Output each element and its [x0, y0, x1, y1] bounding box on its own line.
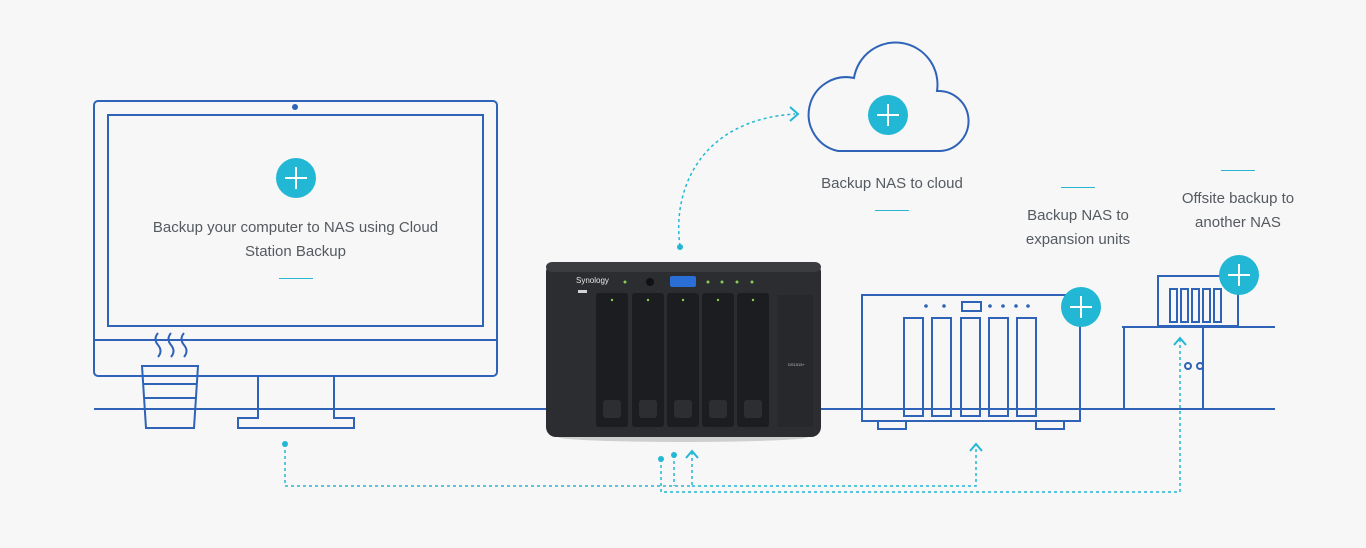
cloud-label-text: Backup NAS to cloud: [821, 175, 963, 192]
connection-lines: [284, 113, 1181, 493]
expansion-label-underline: [1061, 187, 1095, 188]
nas-model: DS1515+: [788, 362, 805, 367]
computer-label-line1: Backup your computer to NAS using Cloud: [152, 219, 439, 236]
coffee-cup-illustration: [140, 332, 200, 429]
nas-brand: Synology: [576, 276, 609, 285]
plus-circle-icon[interactable]: [868, 95, 908, 135]
computer-backup-label: Backup your computer to NAS using Cloud …: [120, 216, 471, 264]
offsite-label-underline: [1221, 170, 1255, 171]
plus-circle-icon[interactable]: [1061, 287, 1101, 327]
cloud-label-underline: [875, 210, 909, 211]
arrow-up-icon: [685, 106, 1187, 459]
offsite-label-line1: Offsite backup to: [1181, 190, 1295, 207]
connection-dots: [282, 244, 683, 462]
expansion-label-line1: Backup NAS to: [1027, 207, 1129, 224]
cloud-illustration: [807, 41, 970, 152]
cloud-backup-label: Backup NAS to cloud: [800, 172, 984, 196]
computer-label-line2: Station Backup: [245, 243, 346, 260]
plus-circle-icon[interactable]: [1219, 255, 1259, 295]
expansion-unit-illustration: [861, 294, 1081, 430]
nas-device: Synology DS1515+: [546, 262, 821, 442]
plus-circle-icon[interactable]: [276, 158, 316, 198]
monitor-illustration: [93, 100, 498, 429]
computer-label-underline: [279, 278, 313, 279]
offsite-label-line2: another NAS: [1195, 214, 1281, 231]
expansion-label-line2: expansion units: [1025, 231, 1131, 248]
expansion-backup-label: Backup NAS to expansion units: [1000, 204, 1156, 252]
offsite-cabinet-illustration: [1122, 275, 1275, 409]
offsite-backup-label: Offsite backup to another NAS: [1160, 187, 1316, 235]
